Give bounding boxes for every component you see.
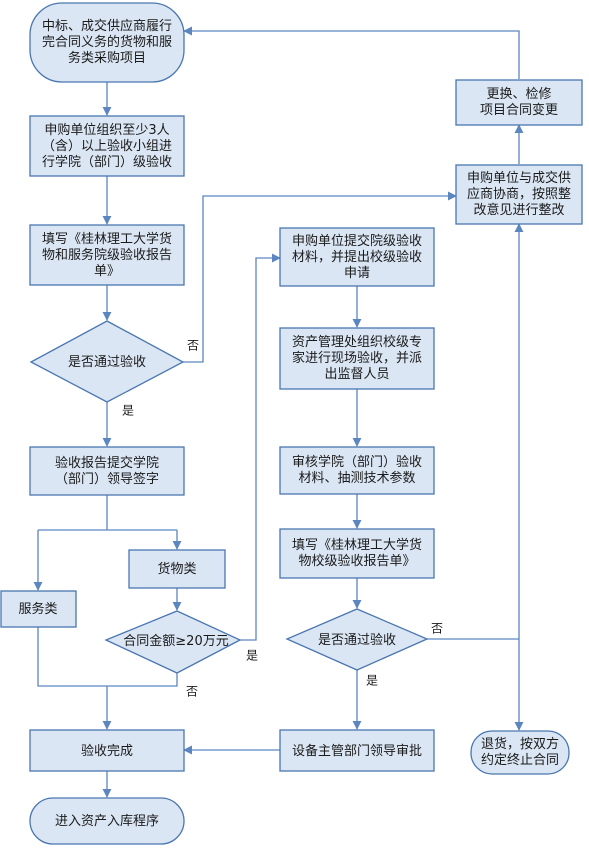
edges xyxy=(33,26,524,798)
label-line: 改意见进行整改 xyxy=(473,202,564,218)
edge-labels: 否 是 是 否 否 是 xyxy=(122,339,443,699)
label-line: 应商协商，按照整 xyxy=(467,186,571,202)
label-line: 行学院（部门）级验收 xyxy=(42,154,172,170)
edge-amount-no-to-merge xyxy=(107,673,178,687)
label-line: 审核学院（部门）验收 xyxy=(292,454,422,470)
node-service xyxy=(0,590,77,628)
edge-label-no-decide1: 否 xyxy=(187,339,199,353)
label-fill1: 填写《桂林理工大学货物和服务院级验收报告单》 xyxy=(42,231,172,279)
label-line: 申请 xyxy=(344,266,370,281)
label-line: 出监督人员 xyxy=(324,367,389,382)
label-line: 更换、检修 xyxy=(486,87,551,102)
node-fill1 xyxy=(29,224,185,286)
label-line: 服务类 xyxy=(18,601,57,617)
label-line: （含）以上验收小组进 xyxy=(42,138,172,154)
label-line: 设备主管部门领导审批 xyxy=(292,743,422,759)
label-goods: 货物类 xyxy=(157,561,196,577)
label-line: 是否通过验收 xyxy=(318,632,396,648)
label-line: 退货，按双方 xyxy=(481,736,559,752)
edge-label-yes-decide1: 是 xyxy=(122,404,134,418)
label-decide1: 是否通过验收 xyxy=(68,354,146,370)
edge-service-to-merge xyxy=(37,627,107,687)
label-line: 申购单位组织至少3人 xyxy=(44,122,169,138)
edge-label-yes-amount: 是 xyxy=(246,649,258,663)
label-assets: 资产管理处组织校级专家进行现场验收，并派出监督人员 xyxy=(292,334,422,382)
node-review xyxy=(279,446,435,495)
label-line: 物校级验收报告单》 xyxy=(298,553,415,569)
label-terminate: 退货，按双方约定终止合同 xyxy=(481,736,559,768)
edge-label-no-amount: 否 xyxy=(186,685,198,699)
label-group: 申购单位组织至少3人（含）以上验收小组进行学院（部门）级验收 xyxy=(42,122,172,170)
label-line: 务类采购项目 xyxy=(68,50,146,66)
label-storage: 进入资产入库程序 xyxy=(55,813,159,829)
node-complete xyxy=(29,729,185,772)
node-decide2 xyxy=(285,608,429,671)
label-decide2: 是否通过验收 xyxy=(318,632,396,648)
label-line: 资产管理处组织校级专 xyxy=(292,334,422,350)
label-line: 家进行现场验收，并派 xyxy=(292,350,422,366)
label-replace: 更换、检修项目合同变更 xyxy=(480,87,558,118)
node-replace xyxy=(455,79,583,126)
node-group xyxy=(29,115,185,177)
label-line: 申购单位提交院级验收 xyxy=(292,233,422,249)
label-service: 服务类 xyxy=(18,601,57,617)
label-complete: 验收完成 xyxy=(81,743,133,759)
node-negotiate xyxy=(455,164,583,225)
edge-amount-yes-to-submit xyxy=(240,253,281,641)
label-start: 中标、成交供应商履行完合同义务的货物和服务类采购项目 xyxy=(42,18,172,66)
label-line: 是否通过验收 xyxy=(68,354,146,370)
edge-replace-to-start xyxy=(183,26,520,79)
label-line: 材料、抽测技术参数 xyxy=(298,470,415,486)
label-fill2: 填写《桂林理工大学货物校级验收报告单》 xyxy=(292,537,422,569)
label-line: 物和服务院级验收报告 xyxy=(42,247,172,263)
edge-decide1-no-to-negotiate xyxy=(183,191,457,363)
label-review: 审核学院（部门）验收材料、抽测技术参数 xyxy=(292,454,422,486)
label-line: （部门）领导签字 xyxy=(55,471,159,487)
label-line: 验收报告提交学院 xyxy=(55,455,159,471)
node-terminate xyxy=(470,730,570,775)
label-line: 中标、成交供应商履行 xyxy=(42,18,172,34)
node-decide1 xyxy=(29,320,185,403)
label-line: 完合同义务的货物和服 xyxy=(42,34,172,50)
label-sign: 验收报告提交学院（部门）领导签字 xyxy=(55,455,159,487)
label-negotiate: 申购单位与成交供应商协商，按照整改意见进行整改 xyxy=(467,170,571,218)
node-sign xyxy=(29,446,185,496)
node-assets xyxy=(279,327,435,390)
label-amount: 合同金额≥20万元 xyxy=(123,633,228,649)
label-line: 货物类 xyxy=(157,561,196,577)
label-line: 填写《桂林理工大学货 xyxy=(42,231,172,247)
label-line: 填写《桂林理工大学货 xyxy=(292,537,422,553)
label-approve: 设备主管部门领导审批 xyxy=(292,743,422,759)
label-line: 进入资产入库程序 xyxy=(55,813,159,829)
label-line: 项目合同变更 xyxy=(480,102,558,118)
label-line: 约定终止合同 xyxy=(481,752,559,768)
label-line: 材料，并提出校级验收 xyxy=(292,249,422,265)
label-line: 申购单位与成交供 xyxy=(467,170,571,186)
node-goods xyxy=(128,549,226,589)
node-storage xyxy=(29,797,185,845)
label-line: 单》 xyxy=(94,264,120,279)
node-start xyxy=(29,2,185,83)
label-line: 合同金额≥20万元 xyxy=(123,633,228,649)
node-amount xyxy=(104,610,242,674)
node-fill2 xyxy=(279,528,435,579)
node-approve xyxy=(279,729,435,772)
node-submit xyxy=(279,227,435,287)
label-submit: 申购单位提交院级验收材料，并提出校级验收申请 xyxy=(292,233,422,281)
label-line: 验收完成 xyxy=(81,743,133,759)
edge-label-no-decide2: 否 xyxy=(431,622,443,636)
edge-label-yes-decide2: 是 xyxy=(366,674,378,688)
